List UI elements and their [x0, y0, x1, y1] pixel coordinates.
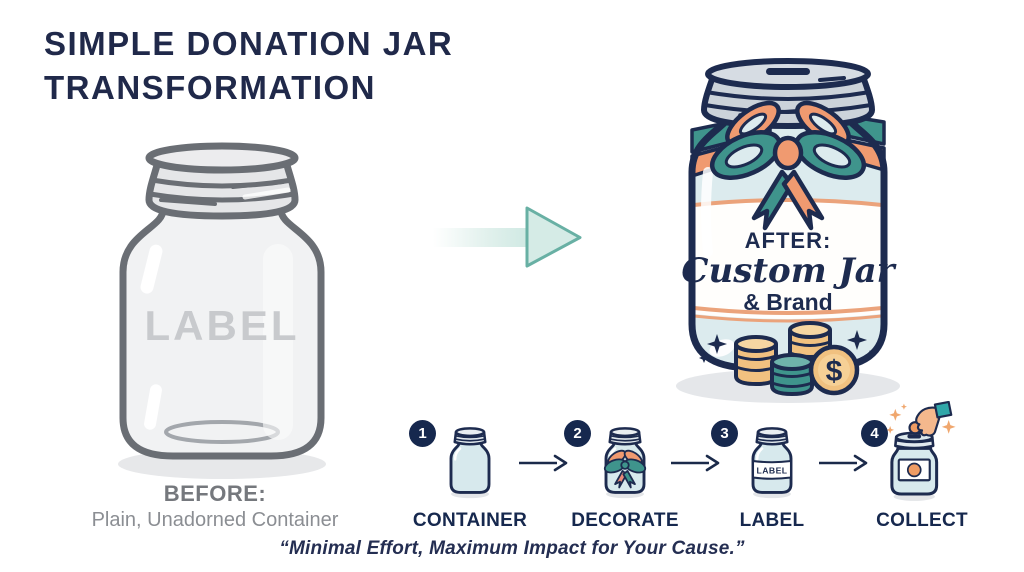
before-heading: BEFORE: — [163, 481, 267, 506]
step-number-badge: 2 — [564, 420, 591, 447]
dollar-coin-icon: $ — [808, 344, 860, 396]
page-title-line2: TRANSFORMATION — [44, 68, 377, 106]
jar-watermark-text: LABEL — [145, 302, 300, 349]
step-number-badge: 1 — [409, 420, 436, 447]
step-label: CONTAINER — [412, 510, 528, 531]
hand-dropping-coin — [908, 400, 953, 437]
sparkle-icons — [699, 330, 875, 363]
after-brand-line2: & Brand — [743, 289, 832, 315]
after-heading: AFTER: — [745, 228, 832, 253]
decorated-jar-icon — [603, 427, 647, 499]
coin-slot — [766, 68, 810, 75]
mini-bow — [603, 449, 647, 489]
labeled-jar-icon: LABEL — [751, 427, 793, 499]
step-arrow-icon — [671, 454, 720, 472]
before-subheading: Plain, Unadorned Container — [91, 509, 339, 531]
step-container: 2 DECORATE — [560, 415, 690, 540]
tagline-quote: “Minimal Effort, Maximum Impact for Your… — [279, 538, 745, 559]
mini-label-text: LABEL — [757, 465, 788, 475]
after-brand-line1: Custom Jar — [681, 251, 896, 291]
glass-highlight — [140, 244, 163, 294]
step-arrow-icon — [819, 454, 868, 472]
before-caption: BEFORE: Plain, Unadorned Container — [55, 481, 375, 532]
dollar-symbol: $ — [826, 355, 843, 388]
coin-slot — [907, 434, 922, 439]
jar-lid — [701, 58, 875, 129]
glass-highlight — [144, 384, 162, 430]
step-number-badge: 3 — [711, 420, 738, 447]
glass-highlight — [701, 167, 713, 257]
page-title: SIMPLE DONATION JAR TRANSFORMATION — [44, 22, 453, 109]
plain-jar-icon — [449, 427, 491, 499]
step-label: COLLECT — [876, 510, 968, 531]
label-dot — [906, 462, 922, 478]
step-container: 1 CONTAINER — [405, 415, 535, 540]
jar-label-band — [693, 198, 883, 323]
step-container: 4 — [857, 400, 987, 540]
step-label: DECORATE — [571, 510, 679, 531]
sparkle-icons — [886, 403, 956, 434]
transformation-arrow-icon — [433, 206, 582, 268]
step-number-badge: 4 — [861, 420, 888, 447]
step-label: LABEL — [739, 510, 805, 531]
mini-label-band — [751, 459, 793, 480]
jar-lid — [145, 142, 299, 220]
decorated-jar-illustration: AFTER: Custom Jar & Brand $ — [676, 58, 900, 403]
ribbon-bow — [709, 100, 867, 231]
collect-hand-coin-icon — [886, 400, 956, 501]
glass-highlight — [263, 244, 293, 440]
page-title-line1: SIMPLE DONATION JAR — [44, 25, 454, 62]
step-arrow-icon — [519, 454, 568, 472]
plain-jar-illustration: LABEL — [118, 142, 326, 479]
step-container: 3 LABEL LABEL — [707, 415, 837, 540]
